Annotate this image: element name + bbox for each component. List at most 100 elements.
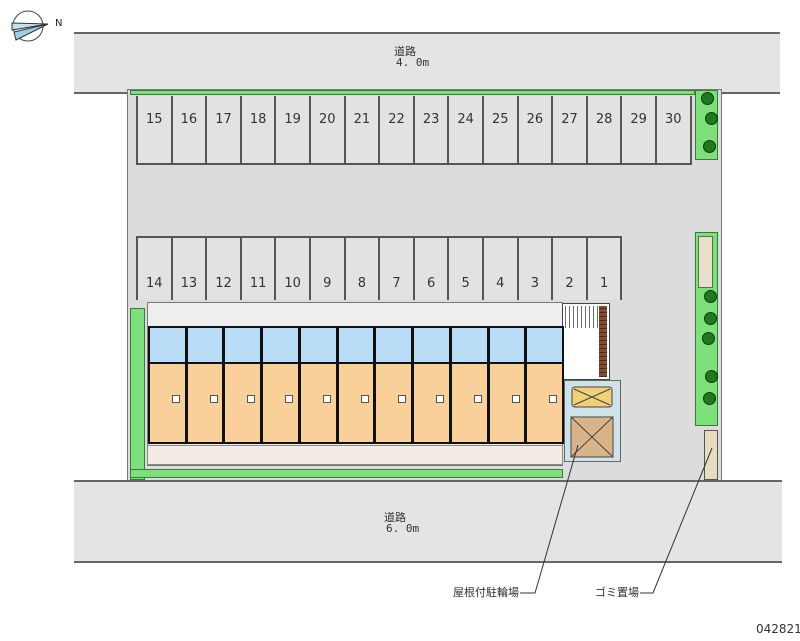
compass-north-label: N	[55, 18, 62, 29]
window-icon	[511, 395, 520, 403]
parking-space: 3	[516, 236, 554, 300]
parking-number: 27	[561, 112, 578, 127]
parking-number: 7	[392, 276, 401, 291]
parking-number: 15	[146, 112, 163, 127]
parking-space: 7	[378, 236, 415, 300]
unit-room	[374, 362, 414, 444]
compass-icon: N	[11, 10, 62, 42]
parking-space: 16	[170, 96, 208, 165]
road-top	[74, 32, 780, 94]
unit-room	[148, 362, 187, 444]
unit-room	[223, 362, 263, 444]
parking-space: 11	[239, 236, 277, 300]
parking-space: 5	[447, 236, 484, 300]
parking-space: 22	[378, 96, 415, 165]
parking-number: 26	[526, 112, 544, 127]
unit-wet-area	[336, 326, 376, 364]
parking-space: 18	[239, 96, 277, 165]
garbage-label: ゴミ置場	[595, 586, 639, 599]
road-bottom-label: 道路	[384, 511, 406, 524]
window-icon	[436, 395, 445, 403]
road-bottom-width: 6. 0m	[386, 522, 420, 535]
window-icon	[247, 395, 256, 403]
parking-number: 29	[630, 112, 647, 127]
parking-number: 9	[323, 276, 332, 291]
parking-number: 21	[353, 112, 371, 127]
parking-space: 1	[585, 236, 623, 300]
parking-space: 4	[482, 236, 519, 300]
parking-number: 16	[180, 112, 198, 127]
parking-number: 25	[492, 112, 509, 127]
window-icon	[473, 395, 482, 403]
unit-room	[525, 362, 564, 444]
walkway	[147, 445, 563, 465]
parking-space: 30	[655, 96, 692, 165]
window-icon	[285, 395, 294, 403]
parking-space: 17	[205, 96, 242, 165]
road-top-width: 4. 0m	[396, 56, 430, 69]
parking-number: 5	[461, 276, 470, 291]
bike-shelter	[564, 380, 621, 462]
road-top-label: 道路	[394, 45, 416, 58]
parking-space: 6	[412, 236, 450, 300]
unit-room	[298, 362, 338, 444]
parking-number: 17	[215, 112, 232, 127]
unit-wet-area	[412, 326, 451, 364]
parking-number: 19	[284, 112, 301, 127]
parking-space: 25	[482, 96, 519, 165]
parking-space: 19	[274, 96, 311, 165]
parking-space: 8	[343, 236, 381, 300]
window-icon	[172, 395, 180, 403]
parking-space: 28	[585, 96, 623, 165]
unit-wet-area	[223, 326, 263, 364]
parking-number: 11	[249, 276, 267, 291]
unit-wet-area	[298, 326, 338, 364]
parking-number: 22	[388, 112, 405, 127]
unit-room	[185, 362, 225, 444]
parking-space: 13	[170, 236, 208, 300]
parking-space: 9	[309, 236, 346, 300]
parking-number: 12	[215, 276, 232, 291]
parking-space: 29	[620, 96, 657, 165]
hedge-top	[130, 90, 695, 95]
window-icon	[209, 395, 218, 403]
window-icon	[360, 395, 369, 403]
parking-space: 15	[136, 96, 173, 165]
unit-wet-area	[185, 326, 225, 364]
unit-room	[449, 362, 489, 444]
window-icon	[322, 395, 331, 403]
hedge-bottom	[130, 469, 563, 478]
unit-wet-area	[487, 326, 527, 364]
window-icon	[398, 395, 407, 403]
meter-box	[698, 236, 713, 288]
parking-space: 27	[551, 96, 588, 165]
bike-shelter-label: 屋根付駐輪場	[453, 586, 519, 599]
parking-number: 10	[284, 276, 301, 291]
parking-number: 18	[249, 112, 267, 127]
window-icon	[549, 395, 558, 403]
parking-space: 2	[551, 236, 588, 300]
hedge-left	[130, 308, 145, 480]
parking-number: 3	[530, 276, 540, 291]
parking-space: 23	[412, 96, 450, 165]
road-bottom	[74, 480, 782, 563]
unit-wet-area	[261, 326, 300, 364]
parking-number: 8	[357, 276, 367, 291]
unit-room	[336, 362, 376, 444]
parking-number: 4	[496, 276, 505, 291]
parking-number: 23	[422, 112, 440, 127]
parking-space: 24	[447, 96, 484, 165]
staircase	[562, 303, 610, 380]
garbage-area	[704, 430, 718, 480]
unit-room	[261, 362, 300, 444]
parking-number: 13	[180, 276, 198, 291]
unit-room	[487, 362, 527, 444]
parking-space: 26	[516, 96, 554, 165]
parking-space: 12	[205, 236, 242, 300]
parking-number: 30	[665, 112, 682, 127]
parking-space: 10	[274, 236, 311, 300]
unit-wet-area	[525, 326, 564, 364]
parking-number: 28	[595, 112, 613, 127]
